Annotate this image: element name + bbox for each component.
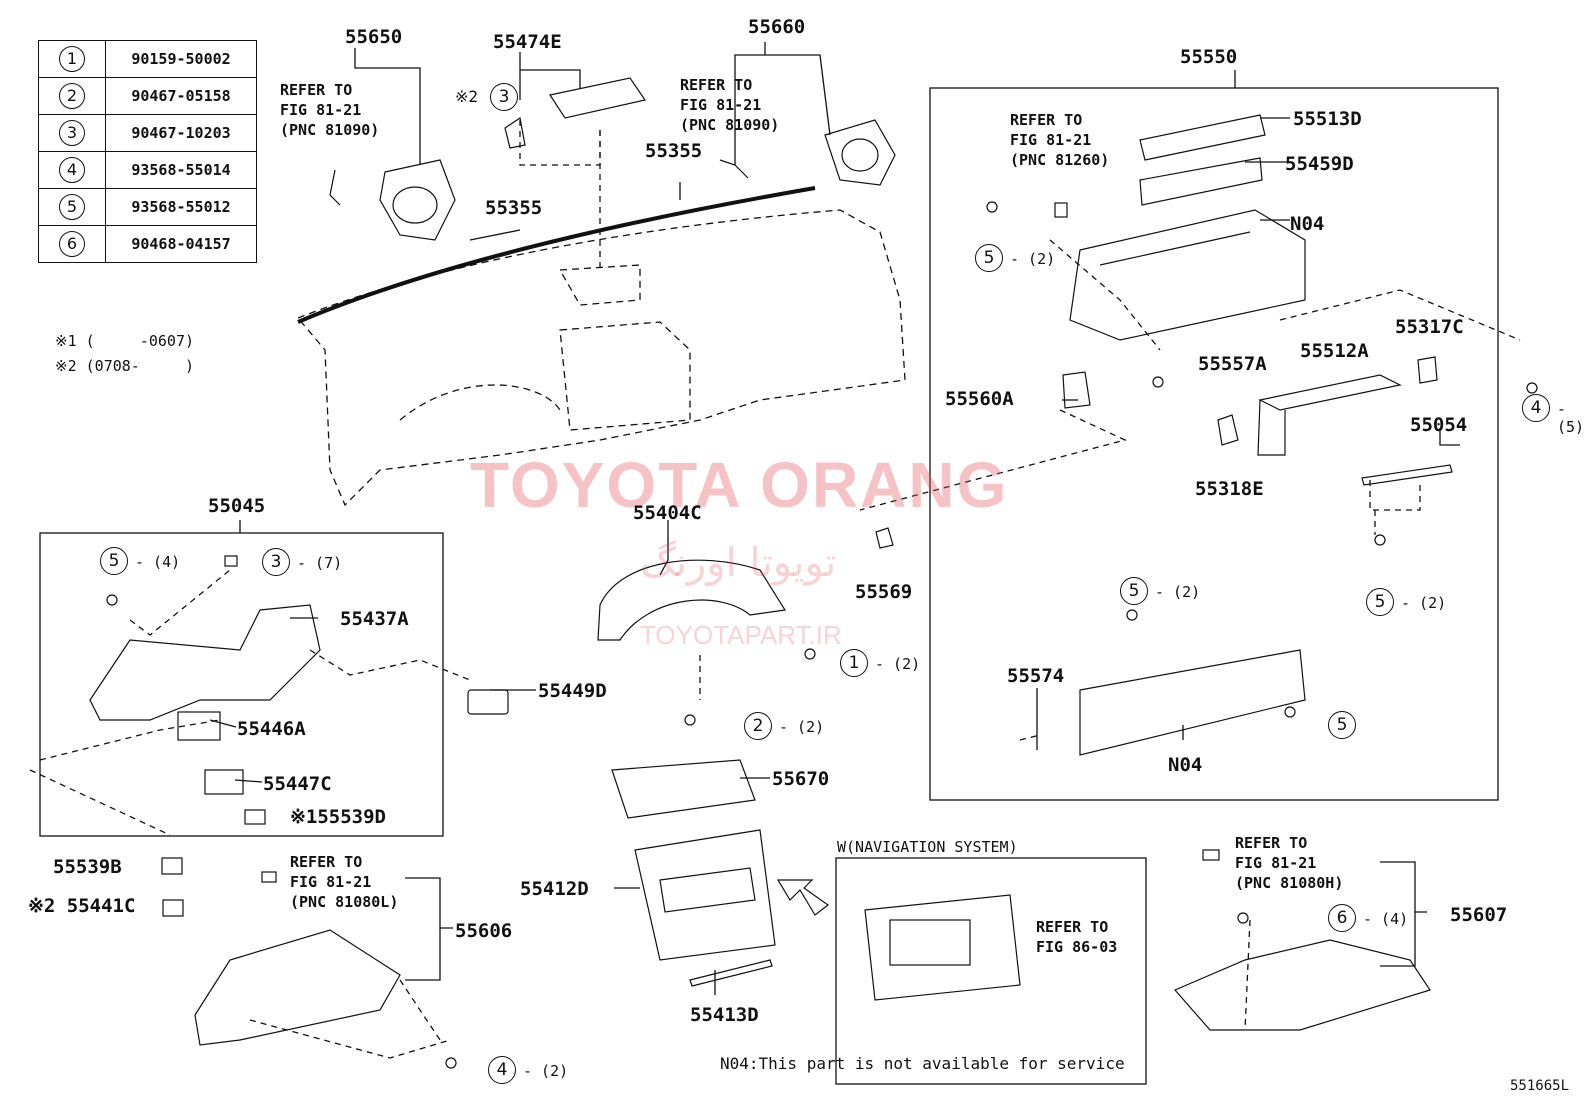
label-55660: 55660: [748, 16, 806, 38]
refer-fig-81-21-pnc-81090-right: REFER TO FIG 81-21 (PNC 81090): [680, 76, 780, 134]
label-55441C: ※2 55441C: [28, 895, 136, 917]
callout-4-lower: 4: [488, 1056, 516, 1084]
label-55607: 55607: [1450, 904, 1508, 926]
callout-4-right: 4: [1522, 394, 1550, 422]
legend-part-number: 90468-04157: [105, 225, 257, 263]
label-55670: 55670: [772, 768, 830, 790]
legend-part-number: 90467-05158: [105, 77, 257, 115]
leader-lines: [209, 42, 1460, 995]
callout-5-door-right: 5: [1328, 711, 1356, 739]
watermark-main: TOYOTA ORANG: [470, 449, 1009, 521]
legend-callout-number: 4: [59, 157, 85, 183]
n04-service-note: N04:This part is not available for servi…: [720, 1054, 1125, 1073]
legend-callout-number: 1: [59, 46, 85, 72]
legend-row: 1 90159-50002: [38, 40, 257, 78]
note-1: ※1 ( -0607): [55, 332, 194, 350]
group-box-navigation: [835, 857, 1147, 1085]
callout-3-55045-qty: - (7): [297, 554, 343, 572]
figure-id: 551665L: [1510, 1078, 1570, 1094]
legend-part-number: 93568-55014: [105, 151, 257, 189]
refer-fig-81-21-pnc-81090-left: REFER TO FIG 81-21 (PNC 81090): [280, 81, 380, 139]
label-55355-top: 55355: [645, 140, 703, 162]
legend-row: 2 90467-05158: [38, 77, 257, 115]
fastener-legend-table: 1 90159-50002 2 90467-05158 3 90467-10203 4 935…: [38, 40, 257, 263]
group-box-55550: [929, 87, 1499, 801]
label-55606: 55606: [455, 920, 513, 942]
label-55550: 55550: [1180, 46, 1238, 68]
legend-callout-number: 2: [59, 83, 85, 109]
callout-3-55045: 3: [262, 548, 290, 576]
legend-row: 3 90467-10203: [38, 114, 257, 152]
callout-3-x2: 3: [490, 83, 518, 111]
callout-5-door-screw: 5: [1120, 577, 1148, 605]
note-2: ※2 (0708- ): [55, 357, 194, 375]
label-55449D: 55449D: [538, 680, 607, 702]
callout-5-glovebox-qty: - (2): [1010, 250, 1056, 268]
label-55054: 55054: [1410, 414, 1468, 436]
label-55539D: ※155539D: [290, 806, 386, 828]
label-55355: 55355: [485, 197, 543, 219]
label-55513D: 55513D: [1293, 108, 1362, 130]
callout-6-55607-qty: - (4): [1363, 910, 1409, 928]
label-55437A: 55437A: [340, 608, 409, 630]
watermark-persian: تویوتا اورنگ: [640, 540, 837, 586]
callout-5-door-qty: - (2): [1155, 583, 1201, 601]
label-55560A: 55560A: [945, 388, 1014, 410]
label-55539B: 55539B: [53, 856, 122, 878]
callout-5-55045-qty: - (4): [135, 553, 181, 571]
label-N04-door: N04: [1168, 754, 1203, 776]
callout-1-meter-hood-qty: - (2): [875, 655, 921, 673]
callout-2-meter-hood: 2: [744, 712, 772, 740]
callout-1-meter-hood: 1: [840, 649, 868, 677]
legend-part-number: 90159-50002: [105, 40, 257, 78]
callout-4-right-qty: - (5): [1557, 400, 1585, 436]
label-55650: 55650: [345, 26, 403, 48]
label-55404C: 55404C: [633, 502, 702, 524]
refer-fig-86-03: REFER TO FIG 86-03: [1036, 918, 1118, 956]
x2-marker: ※2: [455, 87, 479, 106]
label-55474E: 55474E: [493, 31, 562, 53]
callout-5-glovebox-screw: 5: [975, 244, 1003, 272]
label-55569: 55569: [855, 581, 913, 603]
refer-fig-81-21-pnc-81260: REFER TO FIG 81-21 (PNC 81260): [1010, 111, 1110, 169]
legend-row: 6 90468-04157: [38, 225, 257, 263]
label-55412D: 55412D: [520, 878, 589, 900]
label-55317C: 55317C: [1395, 316, 1464, 338]
legend-callout-number: 3: [59, 120, 85, 146]
label-55459D: 55459D: [1285, 153, 1354, 175]
label-55574: 55574: [1007, 665, 1065, 687]
dashed-leaders: [29, 120, 1521, 1059]
callout-5-55045: 5: [100, 547, 128, 575]
label-55557A: 55557A: [1198, 353, 1267, 375]
refer-fig-81-21-pnc-81080H: REFER TO FIG 81-21 (PNC 81080H): [1235, 834, 1344, 892]
label-55045: 55045: [208, 495, 266, 517]
legend-part-number: 90467-10203: [105, 114, 257, 152]
label-55413D: 55413D: [690, 1004, 759, 1026]
callout-6-55607: 6: [1328, 904, 1356, 932]
refer-fig-81-21-pnc-81080L: REFER TO FIG 81-21 (PNC 81080L): [290, 853, 399, 911]
legend-part-number: 93568-55012: [105, 188, 257, 226]
label-55512A: 55512A: [1300, 340, 1369, 362]
label-55446A: 55446A: [237, 718, 306, 740]
group-box-55045: [39, 532, 444, 837]
legend-row: 4 93568-55014: [38, 151, 257, 189]
dashboard-outline: [296, 209, 906, 507]
legend-callout-number: 5: [59, 194, 85, 220]
legend-callout-number: 6: [59, 231, 85, 257]
watermark-site: TOYOTAPART.IR: [640, 620, 842, 650]
label-55318E: 55318E: [1195, 478, 1264, 500]
navigation-box-title: W(NAVIGATION SYSTEM): [837, 838, 1018, 856]
callout-4-lower-qty: - (2): [523, 1062, 569, 1080]
callout-5-55054-screw: 5: [1366, 588, 1394, 616]
label-55447C: 55447C: [263, 773, 332, 795]
label-N04-glovebox: N04: [1290, 213, 1325, 235]
callout-2-meter-hood-qty: - (2): [779, 718, 825, 736]
part-sketches: [89, 77, 1538, 1069]
callout-5-55054-qty: - (2): [1401, 594, 1447, 612]
legend-row: 5 93568-55012: [38, 188, 257, 226]
